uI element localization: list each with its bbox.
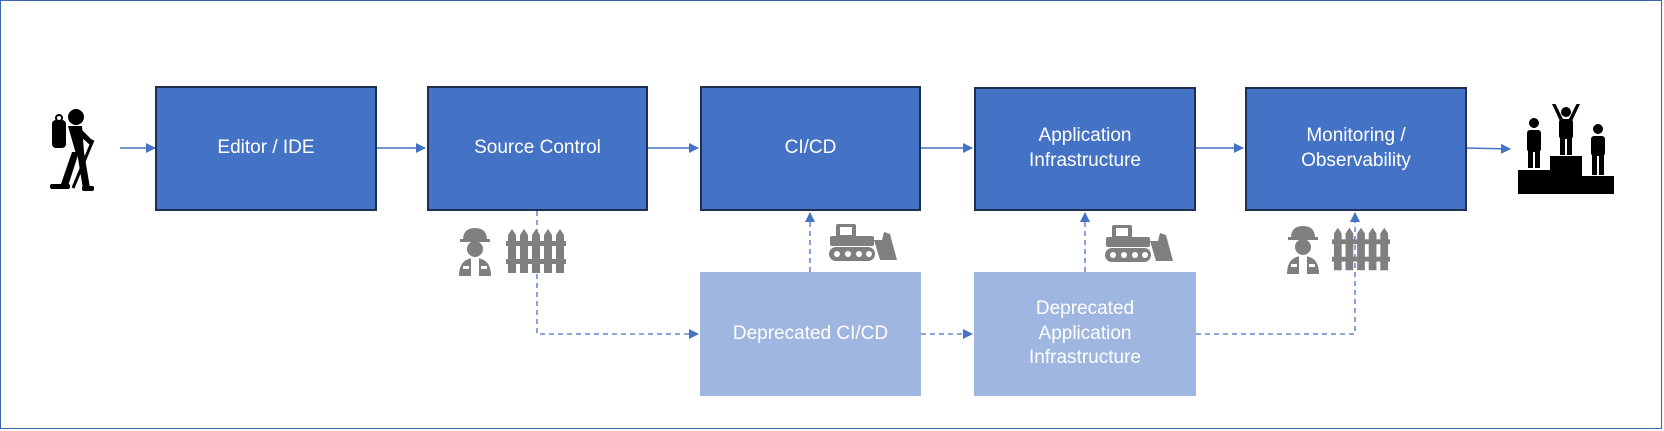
stage-application-infrastructure: Application Infrastructure	[974, 87, 1196, 211]
construction-worker-icon	[1287, 226, 1319, 274]
bulldozer-icon	[1105, 225, 1173, 262]
stage-ci-cd: CI/CD	[700, 86, 921, 211]
stage-source-control: Source Control	[427, 86, 648, 211]
fence-icon	[506, 229, 566, 273]
hiker-icon	[50, 109, 95, 191]
stage-editor-ide: Editor / IDE	[155, 86, 377, 211]
deprecated-application-infrastructure: Deprecated Application Infrastructure	[974, 272, 1196, 396]
bulldozer-icon	[829, 224, 897, 261]
podium-winners-icon	[1518, 104, 1614, 194]
fence-icon	[1332, 227, 1390, 271]
arrow-monitoring-to-end	[1466, 143, 1511, 154]
deprecated-ci-cd: Deprecated CI/CD	[700, 272, 921, 396]
construction-worker-icon	[459, 228, 491, 276]
stage-monitoring-observability: Monitoring / Observability	[1245, 87, 1467, 211]
